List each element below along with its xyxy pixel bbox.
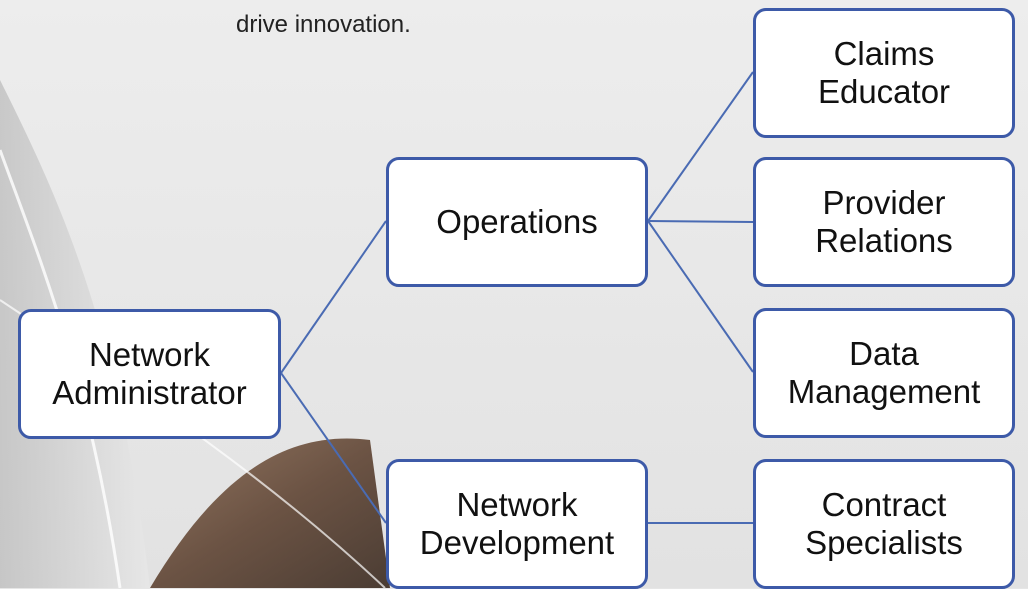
connector-root-operations	[280, 220, 387, 374]
node-network-development-line2: Development	[419, 524, 615, 561]
connector-operations-data	[647, 220, 754, 373]
node-contract-specialists-line1: Contract	[821, 486, 947, 523]
node-network-administrator-line2: Administrator	[52, 374, 247, 411]
node-operations: Operations	[386, 157, 648, 287]
node-data-management-line2: Management	[787, 373, 981, 410]
node-network-development-line1: Network	[456, 486, 578, 523]
node-network-administrator: Network Administrator	[18, 309, 281, 439]
node-contract-specialists-line2: Specialists	[805, 524, 963, 561]
node-claims-educator-line2: Educator	[817, 73, 951, 110]
intro-text: drive innovation.	[236, 11, 411, 38]
node-provider-relations: Provider Relations	[753, 157, 1015, 287]
node-claims-educator: Claims Educator	[753, 8, 1015, 138]
connector-operations-claims	[647, 71, 754, 222]
node-data-management-line1: Data	[849, 335, 919, 372]
connector-root-development	[280, 372, 387, 524]
node-contract-specialists: Contract Specialists	[753, 459, 1015, 589]
node-provider-relations-line1: Provider	[822, 184, 946, 221]
node-operations-label: Operations	[436, 203, 598, 240]
node-network-development: Network Development	[386, 459, 648, 589]
node-provider-relations-line2: Relations	[815, 222, 953, 259]
connector-operations-provider	[647, 220, 754, 223]
node-claims-educator-line1: Claims	[833, 35, 935, 72]
node-data-management: Data Management	[753, 308, 1015, 438]
node-network-administrator-line1: Network	[88, 336, 210, 373]
